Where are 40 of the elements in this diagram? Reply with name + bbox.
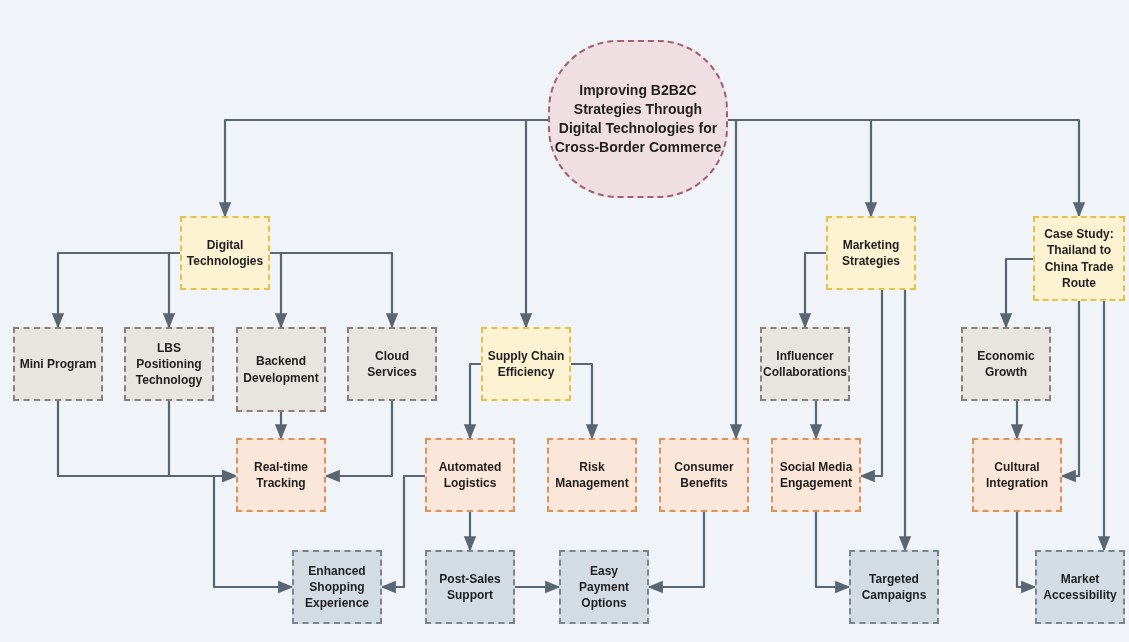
arrow xyxy=(798,251,826,329)
arrow xyxy=(999,257,1033,329)
component-box: Cloud Services xyxy=(347,327,437,401)
process-box: Automated Logistics xyxy=(425,438,515,512)
arrow xyxy=(1097,301,1111,552)
outcome-box: Easy Payment Options xyxy=(559,550,649,624)
process-box: Social Media Engagement xyxy=(771,438,861,512)
arrow xyxy=(1010,401,1024,440)
outcome-box: Enhanced Shopping Experience xyxy=(292,550,382,624)
arrow xyxy=(814,512,851,594)
arrow xyxy=(519,118,548,329)
topic-bubble: Improving B2B2C Strategies Through Digital Technologies for Cross-Border Commerce xyxy=(548,40,728,198)
arrow xyxy=(809,401,823,440)
process-box: Cultural Integration xyxy=(972,438,1062,512)
category-box: Supply Chain Efficiency xyxy=(481,327,571,401)
arrow xyxy=(728,118,743,440)
component-box: LBS Positioning Technology xyxy=(124,327,214,401)
component-box: Influencer Collaborations xyxy=(760,327,850,401)
outcome-box: Post-Sales Support xyxy=(425,550,515,624)
category-box: Digital Technologies xyxy=(180,216,270,290)
component-box: Mini Program xyxy=(13,327,103,401)
arrow xyxy=(463,512,477,552)
outcome-box: Market Accessibility xyxy=(1035,550,1125,624)
component-box: Backend Development xyxy=(236,327,326,412)
arrow xyxy=(274,412,288,440)
category-box: Case Study: Thailand to China Trade Route xyxy=(1033,216,1125,301)
process-box: Real-time Tracking xyxy=(236,438,326,512)
process-box: Risk Management xyxy=(547,438,637,512)
outcome-box: Targeted Campaigns xyxy=(849,550,939,624)
component-box: Economic Growth xyxy=(961,327,1051,401)
arrow xyxy=(463,362,481,440)
arrow xyxy=(898,290,912,552)
arrow xyxy=(1015,512,1037,594)
arrow xyxy=(728,118,1086,218)
arrow xyxy=(212,474,294,594)
arrow xyxy=(571,362,599,440)
arrow xyxy=(515,580,561,594)
process-box: Consumer Benefits xyxy=(659,438,749,512)
arrow xyxy=(270,251,399,329)
category-box: Marketing Strategies xyxy=(826,216,916,290)
